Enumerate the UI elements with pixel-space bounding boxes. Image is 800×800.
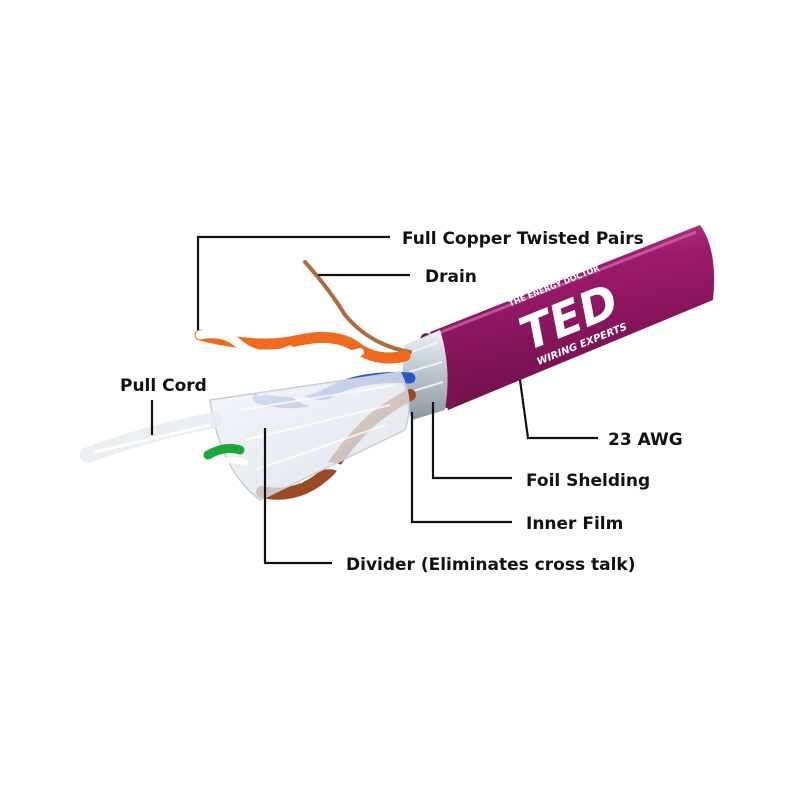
leader-inner-film (412, 412, 512, 522)
label-awg: 23 AWG (608, 430, 683, 450)
label-divider: Divider (Eliminates cross talk) (346, 555, 636, 575)
label-pull-cord: Pull Cord (120, 376, 207, 396)
label-inner-film: Inner Film (526, 514, 623, 534)
label-drain: Drain (425, 267, 477, 287)
leader-twisted-pairs (198, 237, 390, 330)
label-foil: Foil Shelding (526, 471, 650, 491)
leader-foil (433, 402, 512, 478)
label-twisted-pairs: Full Copper Twisted Pairs (402, 229, 644, 249)
leader-awg (520, 380, 598, 438)
